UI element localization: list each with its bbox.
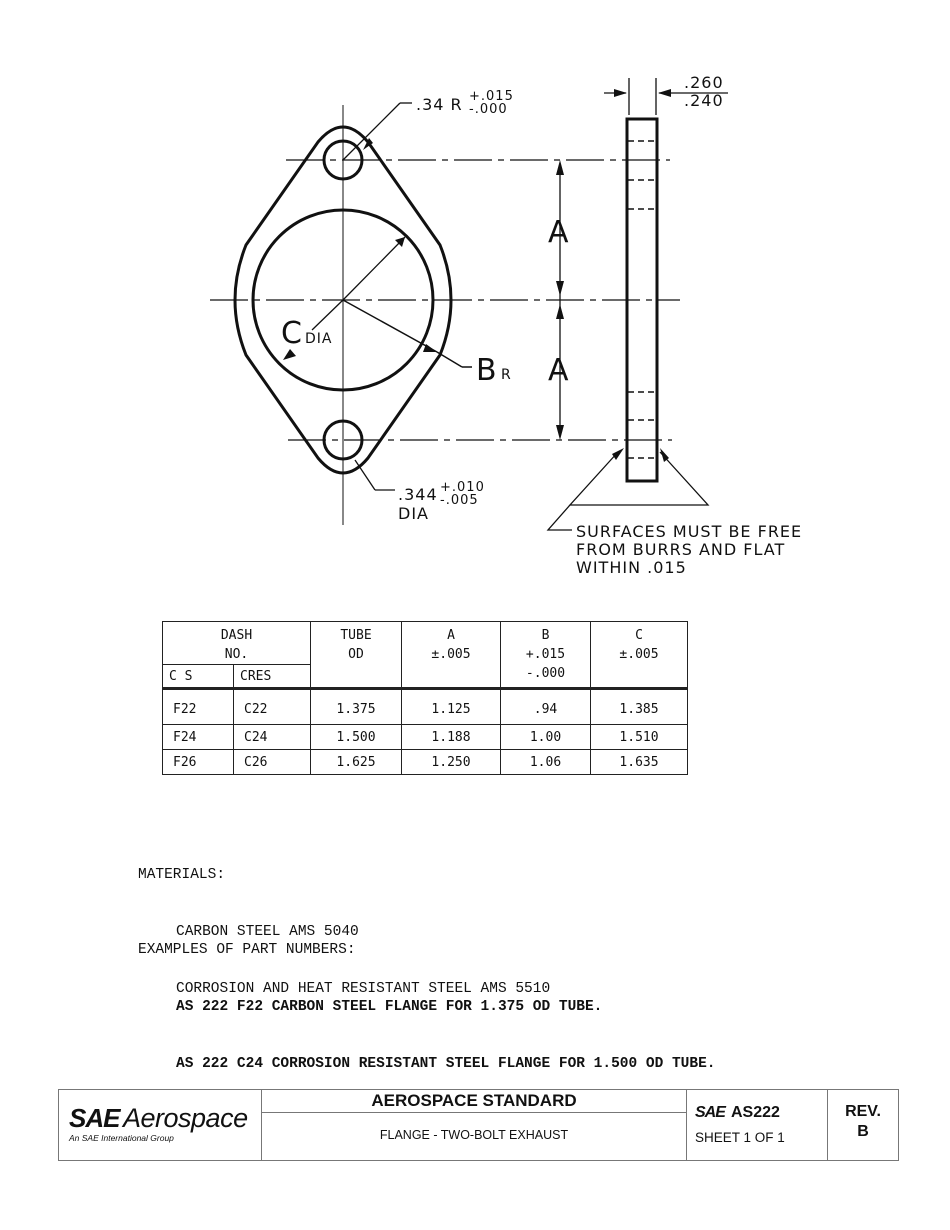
cell-cs: F22 [162,687,234,725]
dimension-c-sub: DIA [305,331,333,347]
header-b: B +.015 -.000 [500,621,591,689]
logo-tagline: An SAE International Group [69,1133,174,1143]
cell-cres: C26 [233,749,311,775]
cell-cres: C24 [233,724,311,750]
thickness-min: .240 [684,91,724,110]
header-c: C ±.005 [590,621,688,689]
cell-a: 1.250 [401,749,501,775]
document-category: AEROSPACE STANDARD [262,1090,686,1113]
cell-c: 1.635 [590,749,688,775]
header-dash-line1: DASH [220,628,253,643]
dimension-b-sub: R [501,367,512,383]
cell-cs: F24 [162,724,234,750]
header-a: A ±.005 [401,621,501,689]
title-block: SAE Aerospace An SAE International Group… [58,1089,899,1161]
thickness-max: .260 [684,73,724,92]
sae-mark-small: SAE [695,1104,726,1121]
header-dash-no: DASH NO. [162,621,311,665]
dimension-a-upper: A [548,215,569,250]
example-item: AS 222 F22 CARBON STEEL FLANGE FOR 1.375… [176,999,603,1015]
dimension-c-label: C [281,316,302,351]
dimension-b-label: B [476,353,497,388]
flange-outline [233,125,453,475]
surface-note-line-3: WITHIN .015 [576,558,687,577]
surface-note-line-2: FROM BURRS AND FLAT [576,540,785,559]
header-c-line1: C [635,628,643,643]
cell-cs: F26 [162,749,234,775]
logo-word: Aerospace [123,1103,248,1133]
cell-tube-od: 1.625 [310,749,402,775]
hole-dia-value: .344 [398,485,438,504]
sae-logo-mark: SAE [69,1103,120,1133]
table-row: F26 C26 1.625 1.250 1.06 1.635 [162,749,688,775]
header-a-line2: ±.005 [431,647,471,662]
materials-section: MATERIALS: CARBON STEEL AMS 5040 CORROSI… [138,828,550,1018]
title-cell: AEROSPACE STANDARD FLANGE - TWO-BOLT EXH… [262,1090,687,1160]
revision-value: B [857,1123,869,1140]
dash-number-table: DASH NO. TUBE OD A ±.005 B +.015 -.000 C… [162,621,688,775]
cell-tube-od: 1.500 [310,724,402,750]
header-tube-line2: OD [348,647,364,662]
cell-c: 1.510 [590,724,688,750]
header-a-line1: A [447,628,455,643]
hole-dia-tol-minus: -.005 [440,493,479,508]
hole-dia-suffix: DIA [398,504,429,523]
header-cres: CRES [233,664,311,689]
document-number: AS222 [731,1104,780,1121]
header-cs: C S [162,664,234,689]
cell-c: 1.385 [590,687,688,725]
revision-cell: REV. B [828,1090,898,1160]
cell-b: 1.06 [500,749,591,775]
cell-a: 1.188 [401,724,501,750]
cell-b: .94 [500,687,591,725]
material-item: CORROSION AND HEAT RESISTANT STEEL AMS 5… [176,981,551,997]
revision-label: REV. [845,1103,881,1120]
header-b-line1: B [541,628,550,643]
document-number-cell: SAE AS222 SHEET 1 OF 1 [687,1090,828,1160]
flange-side-view [625,117,659,483]
flange-drawing: .34 R +.015 -.000 .260 .240 A A C DIA B … [0,0,950,600]
material-item: CARBON STEEL AMS 5040 [176,924,359,940]
table-row: F22 C22 1.375 1.125 .94 1.385 [162,687,688,725]
header-tube-od: TUBE OD [310,621,402,689]
dimension-a-lower: A [548,353,569,388]
materials-heading: MATERIALS: [138,867,226,883]
sheet-number: SHEET 1 OF 1 [695,1130,785,1145]
surface-note-line-1: SURFACES MUST BE FREE [576,522,802,541]
slot-radius-value: .34 R [416,95,463,114]
slot-radius-tol-minus: -.000 [469,102,508,117]
header-b-line2: +.015 [525,647,566,662]
table-row: F24 C24 1.500 1.188 1.00 1.510 [162,724,688,750]
header-c-line2: ±.005 [619,647,659,662]
cell-a: 1.125 [401,687,501,725]
header-dash-line2: NO. [224,647,249,662]
cell-b: 1.00 [500,724,591,750]
cell-tube-od: 1.375 [310,687,402,725]
example-item: AS 222 C24 CORROSION RESISTANT STEEL FLA… [176,1056,716,1072]
header-tube-line1: TUBE [340,628,372,643]
sae-aerospace-logo: SAE Aerospace An SAE International Group [59,1090,262,1160]
header-b-line3: -.000 [525,666,566,681]
document-title: FLANGE - TWO-BOLT EXHAUST [379,1128,569,1142]
hole-dia-tol-plus: +.010 [440,480,485,495]
cell-cres: C22 [233,687,311,725]
examples-section: EXAMPLES OF PART NUMBERS: AS 222 F22 CAR… [138,903,716,1093]
slot-radius-tol-plus: +.015 [469,89,514,104]
examples-heading: EXAMPLES OF PART NUMBERS: [138,942,356,958]
